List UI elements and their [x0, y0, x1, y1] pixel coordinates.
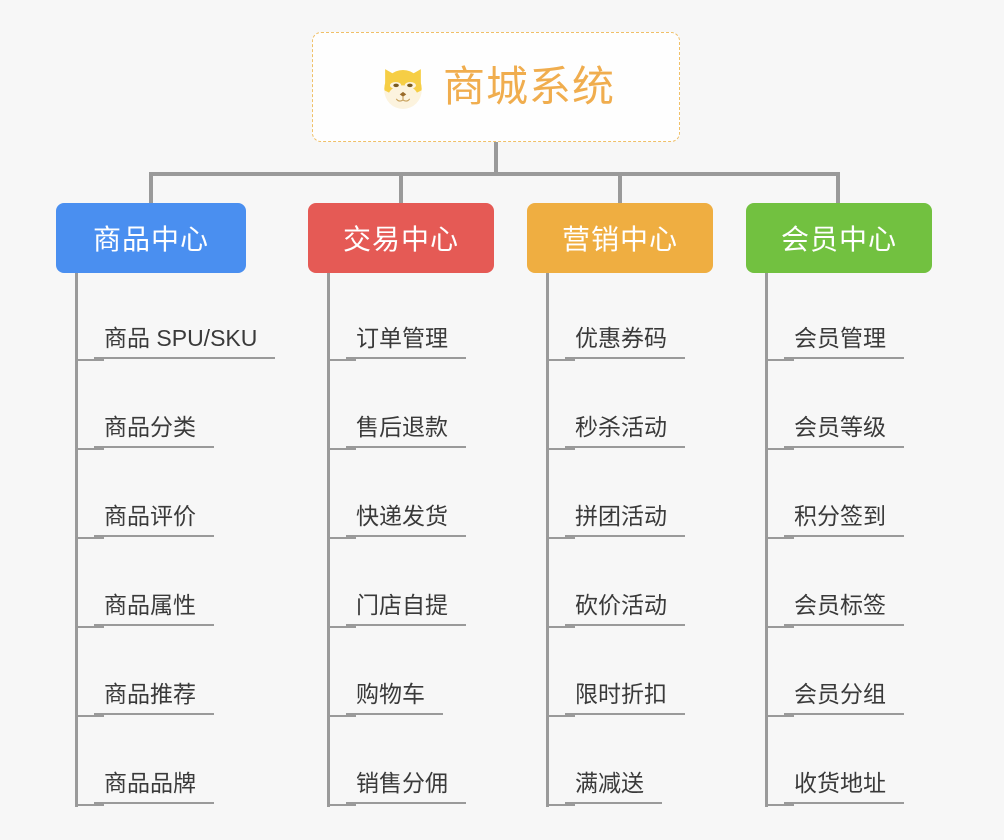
leaf-label: 满减送 — [565, 770, 662, 804]
leaf-label: 优惠券码 — [565, 325, 685, 359]
leaf-item[interactable]: 优惠券码 — [549, 273, 717, 362]
leaf-item[interactable]: 积分签到 — [768, 451, 936, 540]
leaf-label: 会员标签 — [784, 592, 904, 626]
leaf-label: 商品属性 — [94, 592, 214, 626]
leaf-item[interactable]: 会员管理 — [768, 273, 936, 362]
leaf-item[interactable]: 销售分佣 — [330, 718, 498, 807]
leaf-item[interactable]: 限时折扣 — [549, 629, 717, 718]
leaf-label: 商品评价 — [94, 503, 214, 537]
leaf-label: 售后退款 — [346, 414, 466, 448]
category-box-3[interactable]: 会员中心 — [746, 203, 932, 273]
leaf-label: 收货地址 — [784, 770, 904, 804]
leaf-label: 商品推荐 — [94, 681, 214, 715]
branch-column-3: 会员中心 会员管理 会员等级 积分签到 会员标签 会员分组 收货地址 — [746, 203, 936, 807]
category-label-1: 交易中心 — [342, 224, 459, 255]
leaf-label: 购物车 — [346, 681, 443, 715]
category-box-2[interactable]: 营销中心 — [527, 203, 713, 273]
leaf-list-0: 商品 SPU/SKU 商品分类 商品评价 商品属性 商品推荐 商品品牌 — [75, 273, 276, 807]
leaf-label: 积分签到 — [784, 503, 904, 537]
leaf-item[interactable]: 商品分类 — [78, 362, 246, 451]
leaf-item[interactable]: 商品 SPU/SKU — [78, 273, 276, 362]
shiba-inu-logo-icon — [384, 69, 422, 109]
leaf-label: 会员分组 — [784, 681, 904, 715]
leaf-label: 秒杀活动 — [565, 414, 685, 448]
leaf-label: 商品分类 — [94, 414, 214, 448]
leaf-label: 限时折扣 — [565, 681, 685, 715]
leaf-label: 销售分佣 — [346, 770, 466, 804]
leaf-item[interactable]: 售后退款 — [330, 362, 498, 451]
leaf-item[interactable]: 会员等级 — [768, 362, 936, 451]
leaf-item[interactable]: 满减送 — [549, 718, 717, 807]
leaf-item[interactable]: 快递发货 — [330, 451, 498, 540]
leaf-item[interactable]: 秒杀活动 — [549, 362, 717, 451]
leaf-item[interactable]: 门店自提 — [330, 540, 498, 629]
category-box-1[interactable]: 交易中心 — [308, 203, 494, 273]
leaf-label: 砍价活动 — [565, 592, 685, 626]
leaf-label: 商品品牌 — [94, 770, 214, 804]
leaf-label: 拼团活动 — [565, 503, 685, 537]
leaf-label: 门店自提 — [346, 592, 466, 626]
category-box-0[interactable]: 商品中心 — [56, 203, 246, 273]
branch-column-1: 交易中心 订单管理 售后退款 快递发货 门店自提 购物车 销售分佣 — [308, 203, 498, 807]
root-title: 商城系统 — [442, 63, 615, 110]
leaf-label: 订单管理 — [346, 325, 466, 359]
root-node[interactable]: 商城系统 — [312, 32, 680, 142]
leaf-item[interactable]: 收货地址 — [768, 718, 936, 807]
leaf-label: 快递发货 — [346, 503, 466, 537]
leaf-item[interactable]: 购物车 — [330, 629, 498, 718]
leaf-item[interactable]: 商品推荐 — [78, 629, 246, 718]
leaf-item[interactable]: 商品属性 — [78, 540, 246, 629]
leaf-item[interactable]: 砍价活动 — [549, 540, 717, 629]
category-label-2: 营销中心 — [561, 224, 678, 255]
leaf-list-1: 订单管理 售后退款 快递发货 门店自提 购物车 销售分佣 — [327, 273, 498, 807]
leaf-item[interactable]: 会员分组 — [768, 629, 936, 718]
category-label-0: 商品中心 — [92, 224, 209, 255]
leaf-item[interactable]: 商品评价 — [78, 451, 246, 540]
leaf-item[interactable]: 拼团活动 — [549, 451, 717, 540]
branch-column-0: 商品中心 商品 SPU/SKU 商品分类 商品评价 商品属性 商品推荐 商品品牌 — [56, 203, 276, 807]
branch-column-2: 营销中心 优惠券码 秒杀活动 拼团活动 砍价活动 限时折扣 满减送 — [527, 203, 717, 807]
category-label-3: 会员中心 — [780, 224, 897, 255]
leaf-label: 商品 SPU/SKU — [94, 325, 276, 359]
leaf-item[interactable]: 订单管理 — [330, 273, 498, 362]
leaf-label: 会员等级 — [784, 414, 904, 448]
leaf-item[interactable]: 会员标签 — [768, 540, 936, 629]
leaf-item[interactable]: 商品品牌 — [78, 718, 246, 807]
leaf-list-3: 会员管理 会员等级 积分签到 会员标签 会员分组 收货地址 — [765, 273, 936, 807]
leaf-list-2: 优惠券码 秒杀活动 拼团活动 砍价活动 限时折扣 满减送 — [546, 273, 717, 807]
leaf-label: 会员管理 — [784, 325, 904, 359]
